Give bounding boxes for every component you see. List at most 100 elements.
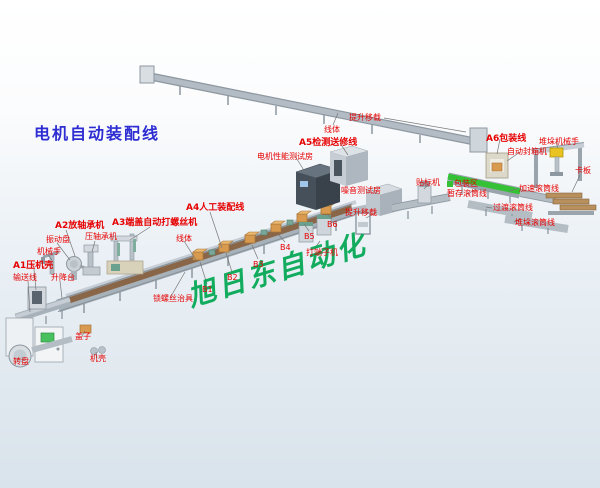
a2-bearing-station (66, 244, 101, 280)
noise-room-front (366, 190, 380, 216)
pallet-stack (545, 192, 597, 215)
labeler-head (420, 181, 429, 187)
a3-screw-station (106, 233, 144, 275)
crate-b4 (270, 220, 286, 233)
green-belt-surface (447, 173, 521, 195)
cabinet-screen (40, 332, 55, 343)
a6-case-sealer (485, 152, 509, 179)
gantry-beam (110, 235, 138, 242)
station-panel (111, 264, 120, 271)
press-head (83, 244, 99, 253)
pallet-slat-3 (559, 204, 597, 211)
mini-conveyor (31, 336, 73, 353)
a5-cabinet-side (346, 151, 368, 186)
stacking-robot-gantry (531, 142, 585, 188)
packing-area-marker (447, 180, 453, 187)
diagram-title: 电机自动装配线 (34, 124, 161, 143)
label-line-body-left: 线体 (176, 234, 192, 243)
gantry-col-right (578, 143, 582, 181)
crate-b2 (218, 240, 234, 253)
lift-transfer-top-tower (469, 127, 488, 153)
label-station-b2: B2 (227, 273, 238, 282)
bowl-pedestal (71, 271, 77, 280)
label-lift-table: 升降台 (51, 273, 75, 282)
packing-area-text: 包装区 (454, 179, 478, 188)
label-lift-transfer-mid: 提升移载 (345, 208, 377, 217)
robot-arm-machine (41, 250, 60, 275)
label-a5-inspection-line: A5检测送修线 (299, 138, 358, 148)
housing-part-2 (98, 346, 106, 354)
label-turntable: 转盘 (13, 357, 29, 366)
label-a1-housing-press: A1压机壳 (13, 261, 54, 271)
gantry-gripper (550, 172, 563, 176)
label-case-sealer: 自动封箱机 (507, 147, 547, 156)
a5-inspection-cabinet (329, 145, 369, 186)
label-transition-roller-line: 过渡滚筒线 (493, 203, 533, 212)
label-station-b3: B3 (253, 260, 264, 269)
left-cabinet-cluster (5, 317, 106, 368)
label-speedup-roller-line: 加速滚筒线 (519, 184, 559, 193)
gantry-carriage (549, 147, 564, 158)
terminal-crimper-machines (298, 215, 332, 243)
label-leader-lines (21, 112, 581, 362)
stacking-legs (521, 224, 549, 234)
crimper-2-top (317, 215, 331, 219)
label-noise-test-room: 噪音测试房 (341, 186, 381, 195)
label-line-body-top: 线体 (324, 125, 340, 134)
lift-frame (355, 212, 371, 235)
pallet-slat-2 (552, 198, 590, 205)
top-line-edge-upper (147, 71, 483, 141)
gantry-beam-edge (531, 142, 585, 150)
label-station-b5: B5 (304, 232, 315, 241)
gantry-arm (554, 156, 560, 173)
crate-b3 (244, 231, 260, 244)
lift-platform (358, 222, 368, 227)
label-packing-area: 包装区 (447, 179, 478, 189)
line-fixture-1 (208, 249, 216, 256)
label-a6-packing-line: A6包装线 (486, 134, 527, 144)
label-station-b6: B6 (327, 220, 338, 229)
green-belt-legs (461, 186, 511, 203)
gantry-col-left (534, 150, 538, 188)
a5-cabinet-slot (334, 160, 342, 176)
labeling-machine-box (417, 181, 432, 204)
label-motor-test-room: 电机性能测试房 (257, 152, 313, 161)
screw-spindle-1 (117, 243, 120, 256)
label-screw-jig: 锁螺丝治具 (153, 294, 193, 303)
pallet-slat-1 (545, 192, 583, 199)
label-labeling-machine: 贴标机 (416, 178, 440, 187)
label-a3-screw-machine: A3端盖自动打螺丝机 (112, 218, 198, 228)
label-stacking-robot: 堆垛机械手 (539, 137, 579, 146)
top-line-frame (147, 72, 483, 147)
robot-arm-beam (42, 250, 60, 259)
label-lift-transfer-top: 提升移载 (349, 113, 381, 122)
label-a4-manual-line: A4人工装配线 (186, 203, 245, 213)
test-room-screen (300, 181, 308, 187)
line-fixture-3 (286, 219, 294, 226)
stacking-roller-line-band (504, 215, 569, 234)
press-base (82, 266, 101, 276)
crimper-1-top (299, 222, 313, 226)
label-feed-conveyor: 输送线 (13, 273, 37, 282)
label-a2-bearing-loader: A2放轴承机 (55, 221, 105, 231)
line-fixture-2 (260, 229, 268, 236)
a1-press-cavity (32, 291, 42, 304)
label-station-b4: B4 (280, 243, 291, 252)
label-pallet: 卡板 (575, 166, 591, 175)
housing-part-1 (90, 347, 98, 355)
label-terminal-crimper: 打端子机 (306, 248, 338, 257)
station-crates (192, 202, 336, 261)
label-housing-part: 机壳 (90, 354, 106, 363)
roller-legs (407, 206, 433, 219)
pallet-stand (548, 211, 594, 215)
packing-green-belt (446, 172, 522, 203)
test-room-front (296, 172, 316, 210)
label-vibration-bowl: 振动盘 (46, 235, 70, 244)
cover-part-box (79, 324, 92, 334)
label-station-b1: B1 (202, 285, 213, 294)
top-line-left-tower (139, 65, 155, 84)
speedup-frame (519, 189, 557, 204)
label-bearing-press: 压轴承机 (85, 232, 117, 241)
